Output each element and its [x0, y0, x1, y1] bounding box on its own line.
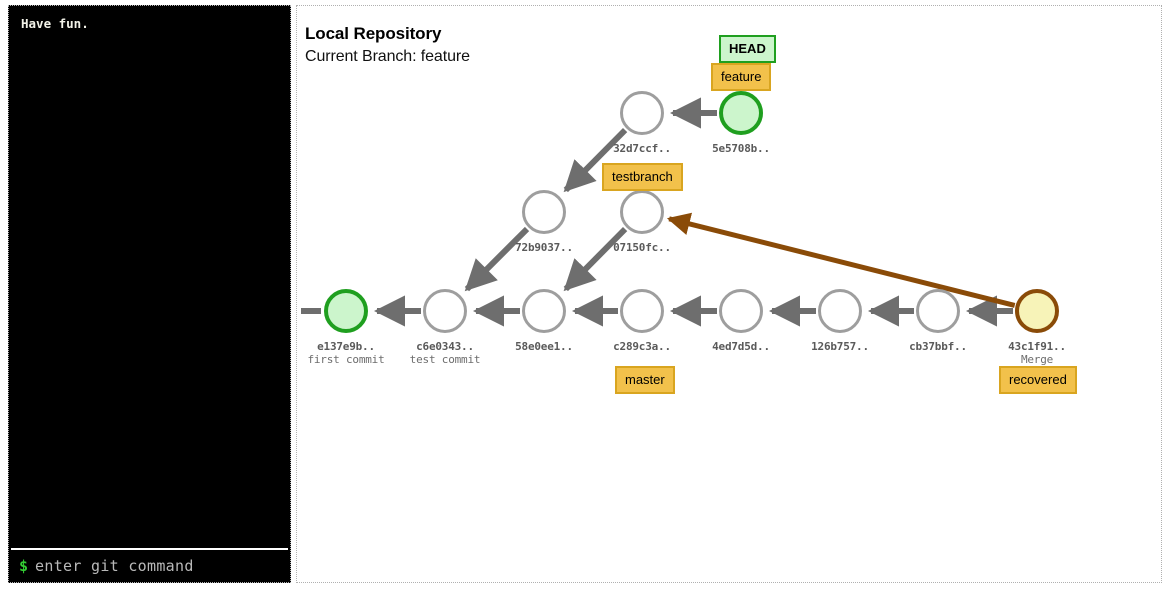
commit-node-cb37bbf[interactable]: [916, 289, 960, 333]
commit-node-58e0ee1[interactable]: [522, 289, 566, 333]
ref-badge-feature[interactable]: feature: [711, 63, 772, 91]
commit-node-c289c3a[interactable]: [620, 289, 664, 333]
commit-node-07150fc[interactable]: [620, 190, 664, 234]
page-title: Local Repository: [305, 24, 442, 43]
prompt-symbol: $: [19, 556, 29, 575]
commit-graph-svg: [301, 97, 1016, 327]
commit-message-43c1f91: Merge: [1020, 353, 1054, 366]
commit-hash-32d7ccf: 32d7ccf..: [613, 142, 671, 155]
ref-badge-testbranch[interactable]: testbranch: [602, 163, 683, 191]
commit-hash-72b9037: 72b9037..: [515, 241, 573, 254]
commit-hash-cb37bbf: cb37bbf..: [909, 340, 967, 353]
ref-badge-recovered[interactable]: recovered: [999, 366, 1077, 394]
terminal-divider: [11, 548, 288, 550]
commit-hash-c289c3a: c289c3a..: [613, 340, 671, 353]
commit-hash-c6e0343: c6e0343..: [416, 340, 474, 353]
commit-node-5e5708b[interactable]: [719, 91, 763, 135]
edge-07150fc-to-58e0ee1: [563, 226, 628, 292]
git-command-input[interactable]: [35, 557, 290, 575]
repository-pane: Local Repository Current Branch: feature…: [296, 5, 1162, 583]
edge-layer: [301, 97, 1016, 327]
commit-node-126b757[interactable]: [818, 289, 862, 333]
commit-message-e137e9b: first commit: [307, 353, 385, 366]
commit-node-c6e0343[interactable]: [423, 289, 467, 333]
edge-43c1f91-to-07150fc: [666, 212, 1016, 308]
current-branch-label: Current Branch: feature: [305, 48, 470, 65]
edge-32d7ccf-to-72b9037: [563, 127, 628, 193]
commit-node-e137e9b[interactable]: [324, 289, 368, 333]
terminal-pane: Have fun. $: [8, 5, 291, 583]
commit-hash-07150fc: 07150fc..: [613, 241, 671, 254]
commit-hash-4ed7d5d: 4ed7d5d..: [712, 340, 770, 353]
commit-hash-5e5708b: 5e5708b..: [712, 142, 770, 155]
commit-hash-126b757: 126b757..: [811, 340, 869, 353]
commit-node-32d7ccf[interactable]: [620, 91, 664, 135]
commit-node-43c1f91[interactable]: [1015, 289, 1059, 333]
ref-badge-master[interactable]: master: [615, 366, 675, 394]
commit-hash-e137e9b: e137e9b..: [317, 340, 375, 353]
commit-node-72b9037[interactable]: [522, 190, 566, 234]
commit-message-c6e0343: test commit: [409, 353, 481, 366]
terminal-output: Have fun.: [21, 16, 89, 31]
commit-hash-43c1f91: 43c1f91..: [1008, 340, 1066, 353]
ref-badge-head[interactable]: HEAD: [719, 35, 776, 63]
terminal-prompt-row[interactable]: $: [9, 550, 290, 582]
edge-72b9037-to-c6e0343: [464, 226, 530, 292]
commit-hash-58e0ee1: 58e0ee1..: [515, 340, 573, 353]
commit-node-4ed7d5d[interactable]: [719, 289, 763, 333]
